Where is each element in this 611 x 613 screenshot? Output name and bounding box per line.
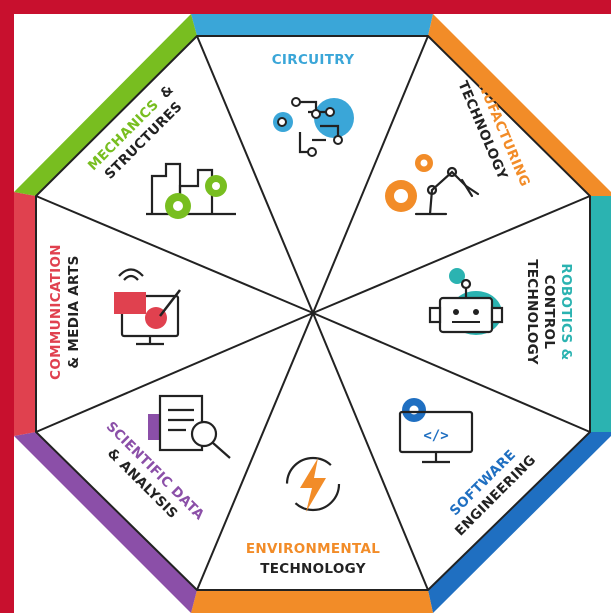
- band-manufacturing: [428, 14, 611, 196]
- gears-buildings-icon: [146, 162, 236, 219]
- label-communication: COMMUNICATION & MEDIA ARTS: [48, 244, 82, 380]
- label-robotics-line1: ROBOTICS &: [558, 263, 574, 360]
- spoke-7: [35, 312, 314, 433]
- label-software: SOFTWARE ENGINEERING: [447, 447, 540, 540]
- label-robotics-line2: CONTROL: [541, 275, 557, 350]
- label-communication-line1: COMMUNICATION: [48, 244, 64, 380]
- lightning-bolt: [300, 458, 326, 512]
- spoke-8: [35, 195, 314, 314]
- code-monitor-icon: </>: [398, 398, 474, 464]
- code-glyph: </>: [423, 428, 448, 444]
- band-scientific: [14, 432, 197, 613]
- label-robotics-line3: TECHNOLOGY: [524, 259, 540, 365]
- lightning-icon: [285, 456, 341, 512]
- spoke-1: [196, 35, 314, 314]
- label-communication-line2: & MEDIA ARTS: [66, 255, 82, 368]
- spoke-5: [312, 312, 429, 591]
- label-mechanics: MECHANICS & STRUCTURES: [85, 82, 186, 183]
- spoke-2: [312, 35, 429, 314]
- octagon-lines: [35, 35, 591, 591]
- circuit-icon: [273, 97, 354, 157]
- circuit-blob: [314, 98, 354, 138]
- band-robotics: [590, 196, 611, 432]
- robot-icon: [428, 268, 504, 335]
- band-software: [428, 432, 611, 613]
- edge-bands: [14, 14, 611, 613]
- label-environmental-line1: ENVIRONMENTAL: [246, 541, 380, 557]
- label-robotics: ROBOTICS & CONTROL TECHNOLOGY: [524, 259, 574, 365]
- spoke-3: [312, 195, 591, 314]
- speech-bubble: [114, 292, 146, 314]
- band-circuitry: [191, 14, 433, 36]
- band-mechanics: [14, 14, 197, 196]
- media-monitor-icon: [114, 268, 181, 346]
- label-circuitry: CIRCUITRY: [272, 52, 355, 68]
- band-environmental: [191, 590, 433, 613]
- band-communication: [14, 192, 36, 436]
- robotic-arm-icon: [385, 154, 480, 216]
- spoke-4: [312, 312, 591, 433]
- magnifier-document-icon: [148, 394, 231, 459]
- label-environmental-line2: TECHNOLOGY: [260, 561, 366, 577]
- spoke-6: [196, 312, 314, 591]
